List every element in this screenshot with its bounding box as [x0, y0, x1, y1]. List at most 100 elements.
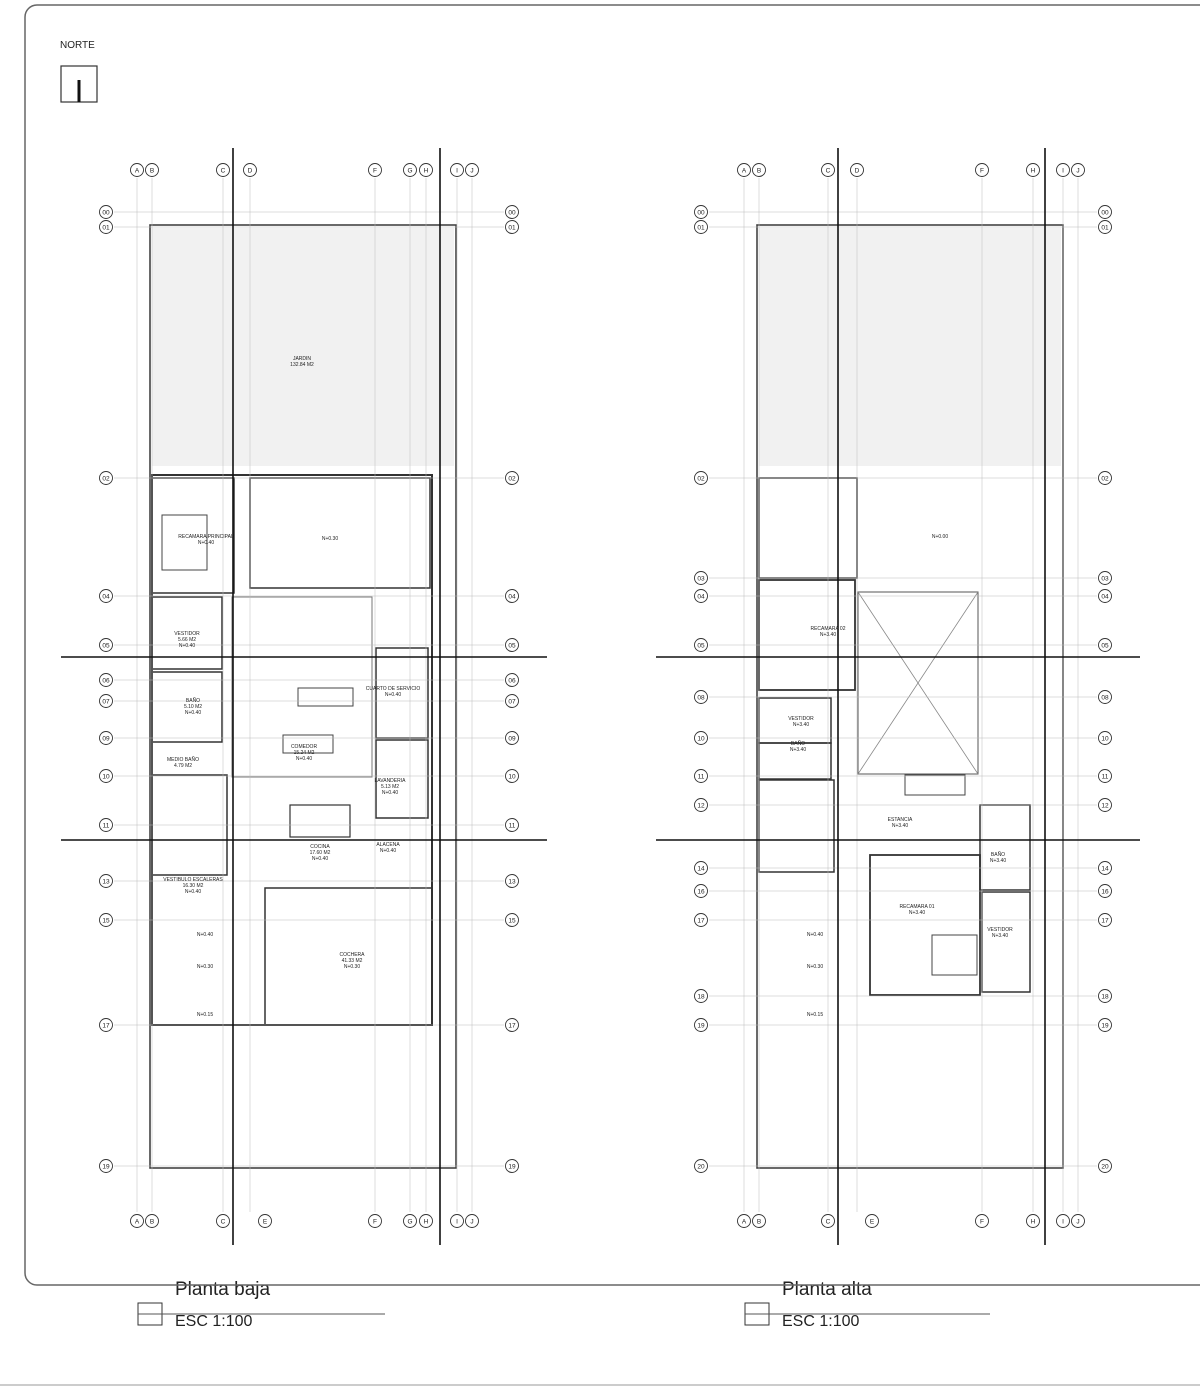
svg-text:13: 13	[508, 879, 516, 886]
axis-bubble-right: 00	[505, 205, 519, 219]
svg-text:B: B	[150, 1219, 154, 1226]
axis-bubble-left: 02	[99, 471, 113, 485]
ground-terrace-room	[249, 477, 431, 589]
room-area: 5.66 M2	[177, 637, 197, 643]
title-mark-ground	[137, 1302, 385, 1326]
room-name: RECAMARA 02	[810, 626, 846, 632]
upper-sofa	[904, 774, 966, 796]
room-area: 5.10 M2	[183, 704, 203, 710]
north-arrow-icon	[60, 65, 98, 103]
upper-bed	[931, 934, 978, 976]
axis-bubble-left: 09	[99, 731, 113, 745]
axis-bubble-top: J	[1071, 163, 1085, 177]
axis-bubble-right: 19	[1098, 1018, 1112, 1032]
svg-text:15: 15	[102, 918, 110, 925]
axis-bubble-top: C	[821, 163, 835, 177]
svg-text:09: 09	[508, 736, 516, 743]
svg-text:G: G	[407, 168, 412, 175]
room-name: VESTIDOR	[788, 716, 814, 722]
axis-bubble-right: 05	[505, 638, 519, 652]
svg-text:04: 04	[1101, 594, 1109, 601]
svg-text:04: 04	[508, 594, 516, 601]
room-name: LAVANDERIA	[374, 778, 406, 784]
room-level: N+0.15	[196, 1012, 214, 1018]
axis-bubble-left: 01	[99, 220, 113, 234]
svg-text:A: A	[742, 168, 747, 175]
svg-text:01: 01	[1101, 225, 1109, 232]
axis-bubble-bottom: A	[130, 1214, 144, 1228]
svg-text:10: 10	[102, 774, 110, 781]
room-level: N+3.40	[891, 823, 909, 829]
room-level: N+0.40	[178, 643, 196, 649]
axis-bubble-top: A	[130, 163, 144, 177]
axis-bubble-right: 16	[1098, 884, 1112, 898]
svg-text:18: 18	[697, 994, 705, 1001]
axis-bubble-bottom: I	[1056, 1214, 1070, 1228]
ground-kitchen-island	[289, 804, 351, 838]
room-name: VESTIDOR	[987, 927, 1013, 933]
axis-bubble-left: 18	[694, 989, 708, 1003]
upper-roof-left	[758, 477, 858, 579]
plan-scale-upper: ESC 1:100	[782, 1313, 860, 1330]
axis-bubble-top: G	[403, 163, 417, 177]
axis-bubble-right: 14	[1098, 861, 1112, 875]
axis-bubble-bottom: F	[975, 1214, 989, 1228]
svg-text:05: 05	[508, 643, 516, 650]
axis-bubble-top: B	[752, 163, 766, 177]
svg-text:J: J	[470, 168, 473, 175]
room-label: N+0.15	[775, 1012, 855, 1018]
axis-bubble-bottom: G	[403, 1214, 417, 1228]
axis-bubble-right: 13	[505, 874, 519, 888]
axis-bubble-top: I	[1056, 163, 1070, 177]
svg-text:17: 17	[697, 918, 705, 925]
room-name: VESTIDOR	[174, 631, 200, 637]
axis-bubble-right: 20	[1098, 1159, 1112, 1173]
axis-bubble-left: 10	[694, 731, 708, 745]
axis-bubble-right: 12	[1098, 798, 1112, 812]
svg-text:C: C	[826, 168, 831, 175]
axis-bubble-top: B	[145, 163, 159, 177]
room-level: N+0.15	[806, 1012, 824, 1018]
svg-text:12: 12	[697, 803, 705, 810]
svg-text:10: 10	[1101, 736, 1109, 743]
svg-text:11: 11	[698, 774, 705, 781]
axis-bubble-right: 10	[505, 769, 519, 783]
axis-bubble-top: J	[465, 163, 479, 177]
svg-text:I: I	[1062, 168, 1064, 175]
svg-text:F: F	[373, 1219, 377, 1226]
room-label: N+0.40	[165, 932, 245, 938]
room-level: N+0.40	[184, 710, 202, 716]
room-level: N+0.40	[295, 756, 313, 762]
upper-garden-area	[759, 228, 1061, 466]
svg-text:20: 20	[1101, 1164, 1109, 1171]
svg-text:00: 00	[508, 210, 516, 217]
axis-bubble-left: 15	[99, 913, 113, 927]
room-level: N+0.40	[197, 540, 215, 546]
room-level: N+0.30	[196, 964, 214, 970]
axis-bubble-left: 01	[694, 220, 708, 234]
room-name: COMEDOR	[290, 744, 318, 750]
ground-floor-plan	[149, 224, 457, 1169]
axis-bubble-left: 14	[694, 861, 708, 875]
axis-bubble-left: 02	[694, 471, 708, 485]
axis-bubble-bottom: C	[821, 1214, 835, 1228]
axis-bubble-right: 02	[505, 471, 519, 485]
svg-text:F: F	[980, 1219, 984, 1226]
room-level: N+0.30	[343, 964, 361, 970]
svg-text:20: 20	[697, 1164, 705, 1171]
room-area: 4.79 M2	[173, 763, 193, 769]
axis-bubble-right: 08	[1098, 690, 1112, 704]
svg-text:F: F	[373, 168, 377, 175]
svg-text:A: A	[742, 1219, 747, 1226]
axis-bubble-bottom: F	[368, 1214, 382, 1228]
room-name: COCINA	[310, 844, 330, 850]
svg-text:18: 18	[1101, 994, 1109, 1001]
